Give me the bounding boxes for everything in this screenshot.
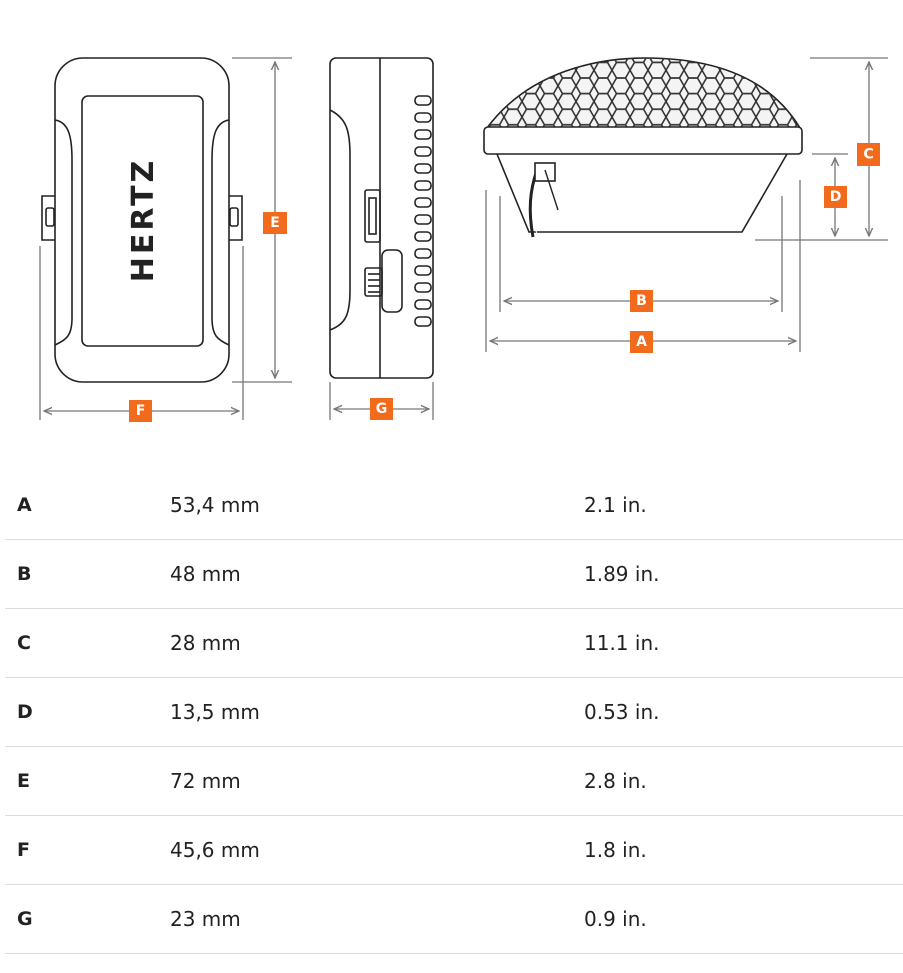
table-row: G 23 mm 0.9 in. [5,884,903,954]
table-row: D 13,5 mm 0.53 in. [5,677,903,747]
label-a: A [630,331,653,353]
dimension-mm: 48 mm [170,539,584,609]
svg-text:A: A [636,334,647,350]
dimension-key: A [5,471,170,540]
svg-text:F: F [136,403,146,419]
dimension-mm: 72 mm [170,746,584,816]
svg-text:C: C [863,147,873,163]
brand-logo: HERTZ [126,158,161,283]
label-d: D [824,186,847,208]
dimension-mm: 13,5 mm [170,677,584,747]
label-b: B [630,290,653,312]
dimension-key: B [5,539,170,609]
dimension-mm: 53,4 mm [170,471,584,540]
dimension-mm: 23 mm [170,884,584,954]
dimension-key: D [5,677,170,747]
dimension-inch: 0.9 in. [584,884,903,954]
table-row: E 72 mm 2.8 in. [5,746,903,816]
dimension-inch: 1.89 in. [584,539,903,609]
dimension-key: F [5,815,170,885]
dimension-key: C [5,608,170,678]
dimension-inch: 1.8 in. [584,815,903,885]
dimension-diagram: HERTZ [39,57,888,422]
label-f: F [129,400,152,422]
table-row: A 53,4 mm 2.1 in. [5,471,903,540]
svg-text:G: G [376,401,388,417]
tweeter-view [483,57,803,238]
dimension-inch: 11.1 in. [584,608,903,678]
dim-a [485,180,801,352]
dimension-mm: 45,6 mm [170,815,584,885]
label-e: E [263,212,287,234]
table-row: B 48 mm 1.89 in. [5,539,903,609]
svg-text:B: B [636,293,647,309]
dimension-inch: 2.1 in. [584,471,903,540]
dimension-inch: 0.53 in. [584,677,903,747]
table-row: C 28 mm 11.1 in. [5,608,903,678]
dimension-inch: 2.8 in. [584,746,903,816]
dimensions-table: A 53,4 mm 2.1 in. B 48 mm 1.89 in. C 28 … [5,471,903,954]
svg-text:E: E [270,215,280,231]
dimension-key: G [5,884,170,954]
front-view [41,57,243,383]
dimension-key: E [5,746,170,816]
dimension-mm: 28 mm [170,608,584,678]
side-view [329,57,434,379]
label-c: C [857,143,880,166]
table-row: F 45,6 mm 1.8 in. [5,815,903,885]
svg-text:D: D [830,189,842,205]
label-g: G [370,398,393,420]
